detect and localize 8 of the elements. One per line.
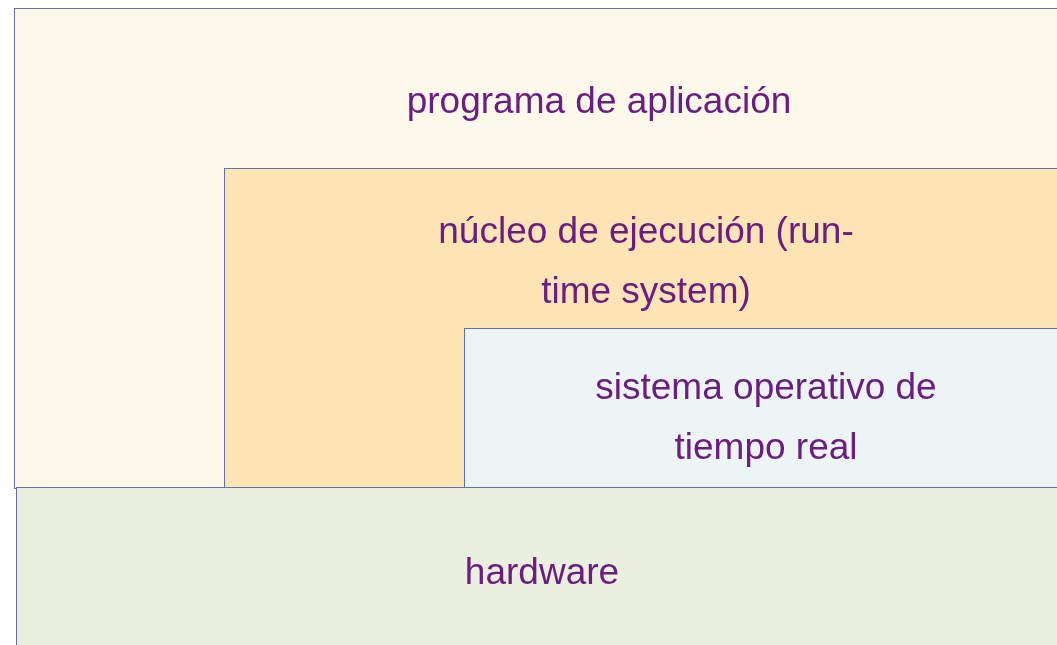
- layer-box: [14, 8, 1057, 489]
- layer-label: programa de aplicación: [405, 79, 793, 123]
- layer-label: núcleo de ejecución (run-time system): [437, 209, 855, 313]
- layer-label: sistema operativo de tiempo real: [594, 365, 938, 469]
- layer-box: [16, 487, 1057, 645]
- layer-box: [464, 328, 1057, 490]
- layer-box: [224, 168, 1057, 490]
- layer-label: hardware: [463, 550, 621, 594]
